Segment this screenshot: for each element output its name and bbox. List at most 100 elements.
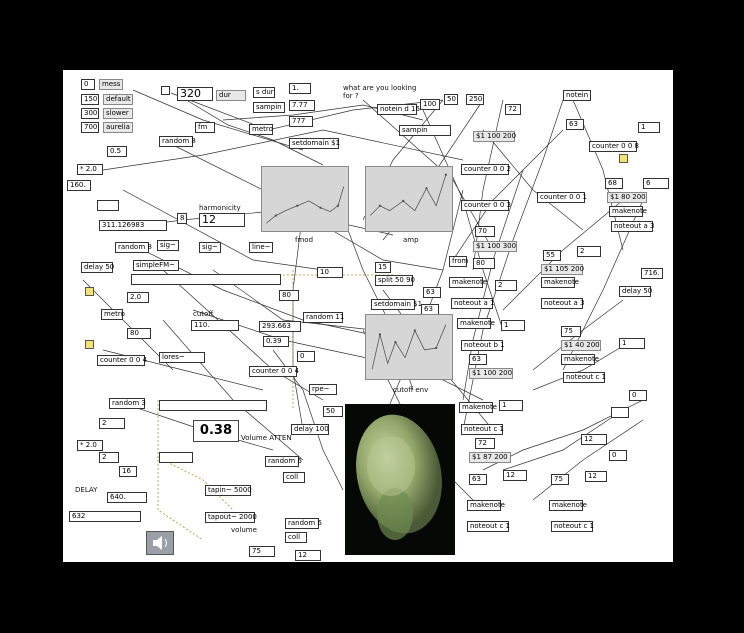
number-box[interactable]: 777 [289,116,313,127]
number-box[interactable]: 80 [127,328,151,339]
object-random6a[interactable]: random 6 [265,456,302,467]
number-box[interactable]: 700 [81,122,99,133]
number-box[interactable]: 75 [551,474,569,485]
object-random6b[interactable]: random 6 [285,518,322,529]
number-box[interactable]: 0 [609,450,627,461]
number-box[interactable]: 0 [297,351,315,362]
slider-horizontal2[interactable] [159,400,267,411]
number-box[interactable]: 10 [317,267,343,278]
number-box[interactable]: 63 [566,119,584,130]
message-1-100-300[interactable]: $1 100 300 [473,241,517,252]
object-counter-002[interactable]: counter 0 0 2 [461,164,511,175]
number-box[interactable]: 8 [177,213,187,224]
number-box[interactable]: 100 [420,99,440,110]
number-box[interactable]: 1. [289,83,311,94]
object-split[interactable]: split 50 90 [375,275,415,286]
object-outlet[interactable] [97,200,119,211]
number-box[interactable]: 12 [585,471,607,482]
number-box[interactable]: 0 [629,390,647,401]
patcher-canvas[interactable]: 0 mess 150 default 300 slower 700 aureli… [63,70,673,562]
object-line[interactable]: line~ [249,242,273,253]
number-box[interactable]: 0.39 [263,336,289,347]
bang-led[interactable] [85,340,94,349]
number-box[interactable]: 716. [641,268,663,279]
object-noteout-a1[interactable]: noteout a 1 [451,298,494,309]
number-box[interactable]: 16 [119,466,137,477]
object-delay50b[interactable]: delay 50 [619,286,652,297]
object-sig2[interactable]: sig~ [199,242,221,253]
number-box[interactable]: 6 [643,178,669,189]
volume-number-display[interactable]: 0.38 [193,420,239,442]
object-multiply[interactable]: * 2.0 [77,164,103,175]
number-box[interactable]: 0 [81,79,95,90]
object-sdur[interactable]: s dur [253,87,275,98]
number-box[interactable]: 63 [469,354,487,365]
object-random8[interactable]: random 8 [159,136,196,147]
number-box[interactable]: 311.126983 [99,220,167,231]
number-box[interactable]: 0.5 [107,146,127,157]
toggle-checkbox[interactable] [161,86,170,95]
object-delay100[interactable]: delay 100 [291,424,329,435]
object-simpleFM[interactable]: simpleFM~ [133,260,179,271]
object-random8b[interactable]: random 8 [115,242,152,253]
object-noteout[interactable]: noteout a 3 [611,221,654,232]
number-box[interactable]: 640. [107,492,147,503]
object-metro[interactable]: metro [249,124,273,135]
object-multiply2[interactable] [159,452,193,463]
number-box[interactable]: 1 [638,122,660,133]
object-noteout-c1b[interactable]: noteout c 1 [461,424,504,435]
number-box[interactable]: 15 [375,262,391,273]
number-box[interactable]: 12 [581,434,607,445]
object-sampin[interactable]: sampin [253,102,285,113]
object-metro2[interactable]: metro [101,309,125,320]
speaker-dac-icon[interactable] [146,531,174,555]
number-box[interactable]: 2 [99,452,119,463]
function-graph-cutoff-env[interactable] [365,314,453,380]
number-box[interactable]: 7.77 [289,100,315,111]
object-counter-003[interactable]: counter 0 0 3 [461,200,511,211]
number-box[interactable]: 632 [69,511,141,522]
number-box[interactable]: 63 [423,287,441,298]
number-box[interactable]: 293.663 [259,321,301,332]
number-box[interactable]: 70 [475,226,495,237]
object-sig[interactable]: sig~ [157,240,179,251]
number-box[interactable]: 160. [67,180,91,191]
number-box[interactable]: 75 [561,326,581,337]
object-multiply3[interactable]: * 2.0 [77,440,103,451]
object-counter-004a[interactable]: counter 0 0 4 [97,355,147,366]
message-dur[interactable]: dur [216,90,246,101]
number-box[interactable]: 2.0 [127,292,149,303]
object-noteout-b1[interactable]: noteout b 1 [461,340,505,351]
number-box[interactable]: 80 [473,258,495,269]
slider-horizontal[interactable] [131,274,281,285]
object-makenote3[interactable]: makenote [457,318,495,329]
object-noteout-c1a[interactable]: noteout c 1 [563,372,606,383]
number-box[interactable]: 68 [605,178,623,189]
number-box[interactable]: 1 [619,338,645,349]
object-makenote[interactable]: makenote [609,206,647,217]
number-box[interactable]: 2 [577,246,601,257]
tempo-number[interactable]: 320 [177,87,213,101]
number-box[interactable]: 1 [501,320,525,331]
object-makenote6[interactable]: makenote [459,402,497,413]
object-notein[interactable]: notein [563,90,591,101]
number-box[interactable]: 72 [505,104,521,115]
object-noteout-c1d[interactable]: noteout c 1 [551,521,594,532]
number-box[interactable]: 80 [279,290,299,301]
object-lores[interactable]: lores~ [159,352,205,363]
object-coll1[interactable]: coll [283,472,305,483]
number-box[interactable]: 50 [323,406,343,417]
object-fm[interactable]: fm [195,122,215,133]
message-1-100-200b[interactable]: $1 100 200 [469,368,513,379]
object-counter-004b[interactable]: counter 0 0 4 [249,366,299,377]
object-setdomain[interactable]: setdomain $1 [289,138,340,149]
object-sampin2[interactable]: sampin [399,125,451,136]
object-makenote2[interactable]: makenote [449,277,487,288]
number-box[interactable]: 12 [295,550,321,561]
object-delay50[interactable]: delay 50 [81,262,114,273]
number-box[interactable]: 1 [499,400,523,411]
number-box[interactable]: 2 [495,280,517,291]
object-noteout-a3[interactable]: noteout a 3 [541,298,584,309]
object-add[interactable] [611,407,629,418]
object-rpe[interactable]: rpe~ [309,384,337,395]
